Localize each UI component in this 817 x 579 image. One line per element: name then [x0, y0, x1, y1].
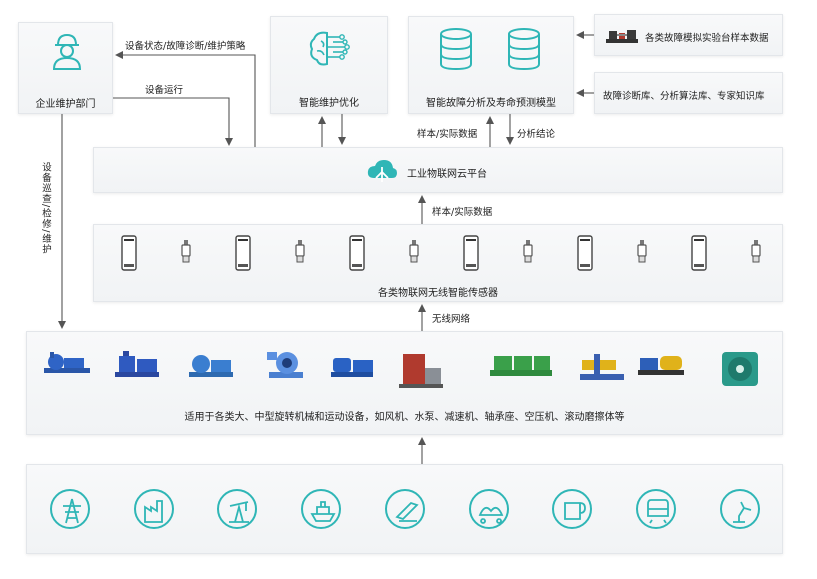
- analysis-label: 智能故障分析及寿命预测模型: [426, 98, 556, 109]
- slurry-pump-icon: [187, 350, 253, 394]
- factory-icon: [133, 489, 174, 529]
- gateway-device-icon: [577, 235, 593, 275]
- sensors-label: 各类物联网无线智能传感器: [378, 288, 498, 299]
- flow-conclusion-label: 分析结论: [517, 129, 556, 140]
- motor-pump-icon: [636, 350, 702, 394]
- gateway-device-icon: [349, 235, 365, 275]
- oil-pump-icon: [217, 489, 258, 529]
- ship-icon: [301, 489, 342, 529]
- vibration-sensor-icon: [295, 239, 305, 267]
- self-priming-pump-icon: [113, 350, 179, 394]
- sample-data-panel: 各类故障模拟实验台样本数据: [594, 14, 783, 56]
- vibration-sensor-icon: [637, 239, 647, 267]
- mining-icon: [468, 489, 509, 529]
- flow-patrol-label: 设备巡查/检修/维护: [40, 162, 51, 255]
- paper-roll-icon: [552, 489, 593, 529]
- gateway-device-icon: [691, 235, 707, 275]
- vibration-sensor-icon: [181, 239, 191, 267]
- database-icon: [440, 28, 472, 71]
- sensors-panel: 各类物联网无线智能传感器: [93, 224, 783, 302]
- gateway-device-icon: [463, 235, 479, 275]
- knowledge-panel: 故障诊断库、分析算法库、专家知识库: [594, 72, 783, 114]
- optimization-panel: 智能维护优化: [270, 16, 388, 114]
- equipment-panel: 适用于各类大、中型旋转机械和运动设备，如风机、水泵、减速机、轴承座、空压机、滚动…: [26, 331, 783, 435]
- sample-data-label: 各类故障模拟实验台样本数据: [645, 33, 769, 44]
- ai-brain-icon: [309, 31, 350, 66]
- vacuum-pump-icon: [329, 350, 395, 394]
- optimization-label: 智能维护优化: [299, 98, 359, 109]
- flow-operation-label: 设备运行: [145, 85, 184, 96]
- robot-arm-icon: [719, 489, 760, 529]
- equipment-label: 适用于各类大、中型旋转机械和运动设备，如风机、水泵、减速机、轴承座、空压机、滚动…: [184, 412, 625, 423]
- flow-wireless-label: 无线网络: [432, 314, 471, 325]
- cloud-platform-panel: 工业物联网云平台: [93, 147, 783, 193]
- test-rig-icon: [606, 30, 638, 43]
- blower-icon: [395, 350, 461, 394]
- cloud-icon: [367, 160, 397, 182]
- worker-icon: [52, 33, 82, 70]
- power-tower-icon: [50, 489, 90, 529]
- maintenance-panel: 企业维护部门: [18, 22, 113, 114]
- decoiler-icon: [574, 350, 640, 394]
- gateway-device-icon: [121, 235, 137, 275]
- vibration-sensor-icon: [409, 239, 419, 267]
- centrifugal-pump-icon: [42, 350, 108, 394]
- centrifugal-fan-icon: [265, 350, 331, 394]
- cloud-label: 工业物联网云平台: [407, 169, 487, 180]
- gearbox-icon: [488, 350, 554, 394]
- flow-samples-up-label: 样本/实际数据: [417, 129, 478, 140]
- steel-icon: [384, 489, 425, 529]
- gateway-device-icon: [235, 235, 251, 275]
- vibration-sensor-icon: [523, 239, 533, 267]
- train-icon: [635, 489, 676, 529]
- vibration-sensor-icon: [751, 239, 761, 267]
- database-icon: [508, 28, 540, 71]
- knowledge-label: 故障诊断库、分析算法库、专家知识库: [603, 91, 765, 102]
- analysis-panel: 智能故障分析及寿命预测模型: [408, 16, 574, 114]
- industries-panel: [26, 464, 783, 554]
- flow-samples-sensor-label: 样本/实际数据: [432, 207, 493, 218]
- flow-status-strategy-label: 设备状态/故障诊断/维护策略: [125, 41, 246, 52]
- maintenance-label: 企业维护部门: [35, 99, 96, 110]
- axial-fan-icon: [720, 350, 786, 394]
